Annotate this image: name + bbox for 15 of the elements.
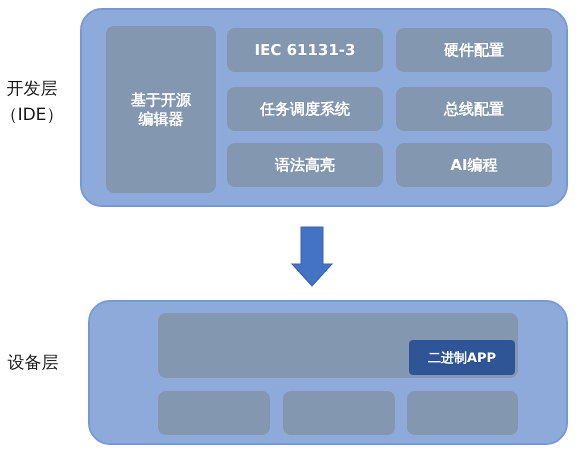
module-box: 硬件配置: [396, 28, 552, 72]
module-box: 任务调度系统: [227, 87, 383, 131]
module-box: IEC 61131-3: [227, 28, 383, 72]
module-box: 总线配置: [396, 87, 552, 131]
chip-box: [158, 391, 270, 435]
module-box: 二进制APP: [409, 340, 515, 375]
module-box: AI编程: [396, 143, 552, 187]
module-box: 语法高亮: [227, 143, 383, 187]
module-box: 基于开源编辑器: [106, 26, 216, 193]
chip-box: [407, 391, 518, 435]
layer-label: 开发层（IDE）: [0, 78, 64, 127]
chip-box: [283, 391, 395, 435]
layer-label: 设备层: [6, 352, 60, 375]
block-arrow: [290, 226, 334, 287]
runtime-box: [158, 313, 518, 378]
